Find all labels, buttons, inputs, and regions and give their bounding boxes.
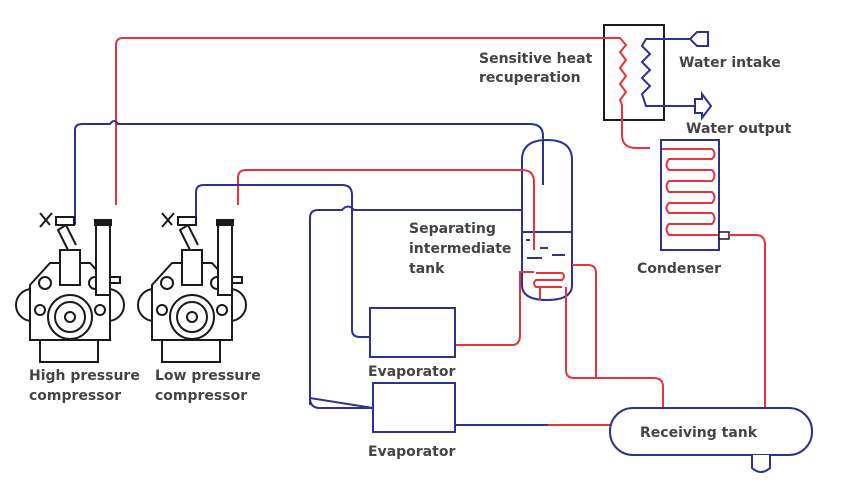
separating-tank-label-2: intermediate [409, 241, 511, 257]
high-pressure-compressor [15, 212, 125, 363]
receiving-tank-label: Receiving tank [640, 425, 758, 441]
water-output-arrow-icon [694, 91, 713, 121]
condenser [660, 139, 720, 251]
hp-suction-line [74, 120, 544, 225]
sensitive-heat-label-2: recuperation [479, 70, 581, 86]
low-pressure-compressor [137, 212, 247, 363]
water-output-label: Water output [686, 121, 792, 137]
water-coil [640, 38, 700, 107]
separating-tank-label-3: tank [409, 261, 445, 277]
evaporator-2-label: Evaporator [368, 444, 455, 460]
evaporator-1-label: Evaporator [368, 364, 455, 380]
water-intake-arrow-icon [688, 31, 709, 47]
low-pressure-label: Low pressure [155, 368, 261, 384]
sensitive-heat-label: Sensitive heat [479, 51, 593, 67]
receiving-tank [609, 407, 813, 456]
high-pressure-label-2: compressor [29, 388, 121, 404]
evaporator-1 [369, 307, 456, 358]
condenser-label: Condenser [637, 261, 721, 277]
low-pressure-label-2: compressor [155, 388, 247, 404]
hot-gas-line [115, 37, 650, 205]
heat-exchanger [603, 24, 665, 121]
high-pressure-label: High pressure [29, 368, 140, 384]
water-intake-label: Water intake [679, 55, 781, 71]
separating-tank [521, 138, 573, 302]
separating-tank-label: Separating [409, 221, 496, 237]
evaporator-2 [372, 382, 456, 433]
condenser-coil [662, 148, 719, 236]
